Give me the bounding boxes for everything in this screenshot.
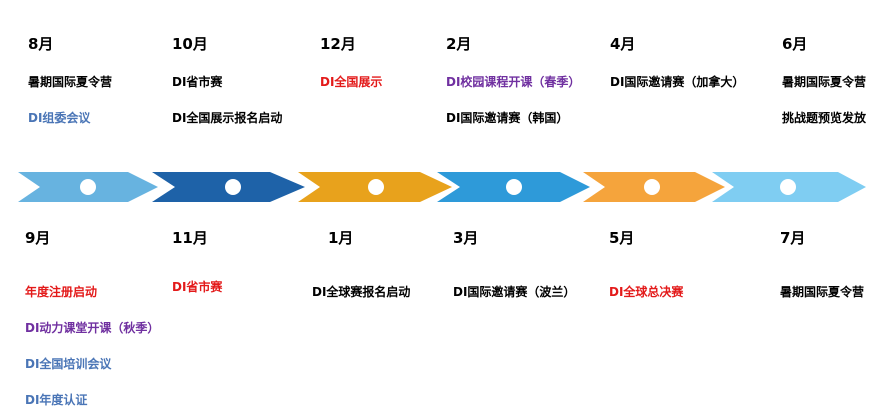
event-item: DI国际邀请赛（加拿大） [610,75,745,89]
event-item: DI年度认证 [25,393,88,407]
arrow-dot [644,179,660,195]
event-item: DI组委会议 [28,111,91,125]
arrow-segment [437,172,590,202]
event-list: DI国际邀请赛（加拿大） [610,73,744,109]
event-item: 暑期国际夏令营 [780,285,865,299]
arrow-segment [298,172,452,202]
arrow-dot [225,179,241,195]
month-label: 6月 [782,35,808,53]
event-list: DI全球赛报名启动 [312,283,410,319]
event-item: 年度注册启动 [25,285,98,299]
event-list: DI全球总决赛 [609,283,683,319]
arrow-segment [18,172,158,202]
event-list: DI省市赛 DI全国展示报名启动 [172,73,282,145]
event-item: DI全球总决赛 [609,285,684,299]
event-list: 暑期国际夏令营 挑战题预览发放 [782,73,866,145]
event-list: 年度注册启动 DI动力课堂开课（秋季） DI全国培训会议 DI年度认证 [25,283,159,410]
event-list: DI校园课程开课（春季） DI国际邀请赛（韩国） [446,73,580,145]
event-item: DI全国培训会议 [25,357,112,371]
event-list: 暑期国际夏令营 [780,283,864,319]
month-label: 8月 [28,35,54,53]
arrow-segment [583,172,725,202]
arrow-segment [152,172,305,202]
month-label: 5月 [609,229,635,247]
arrow-dot [780,179,796,195]
month-label: 2月 [446,35,472,53]
month-label: 3月 [453,229,479,247]
month-label: 4月 [610,35,636,53]
event-item: DI省市赛 [172,280,223,294]
month-label: 7月 [780,229,806,247]
event-item: DI国际邀请赛（韩国） [446,111,569,125]
event-item: 挑战题预览发放 [782,111,867,125]
event-item: DI全球赛报名启动 [312,285,411,299]
month-label: 12月 [320,35,356,53]
event-item: 暑期国际夏令营 [28,75,113,89]
event-item: 暑期国际夏令营 [782,75,867,89]
month-label: 9月 [25,229,51,247]
event-list: 暑期国际夏令营 DI组委会议 [28,73,112,145]
event-item: DI全国展示报名启动 [172,111,283,125]
event-list: DI省市赛 [172,278,222,314]
arrow-dot [506,179,522,195]
event-item: DI国际邀请赛（波兰） [453,285,576,299]
arrow-dot [80,179,96,195]
event-item: DI全国展示 [320,75,383,89]
arrow-dot [368,179,384,195]
month-label: 1月 [328,229,354,247]
event-list: DI全国展示 [320,73,382,109]
event-item: DI校园课程开课（春季） [446,75,581,89]
month-label: 11月 [172,229,208,247]
month-label: 10月 [172,35,208,53]
arrow-segment [712,172,866,202]
event-item: DI省市赛 [172,75,223,89]
event-item: DI动力课堂开课（秋季） [25,321,160,335]
event-list: DI国际邀请赛（波兰） [453,283,575,319]
timeline-arrows [18,172,866,202]
